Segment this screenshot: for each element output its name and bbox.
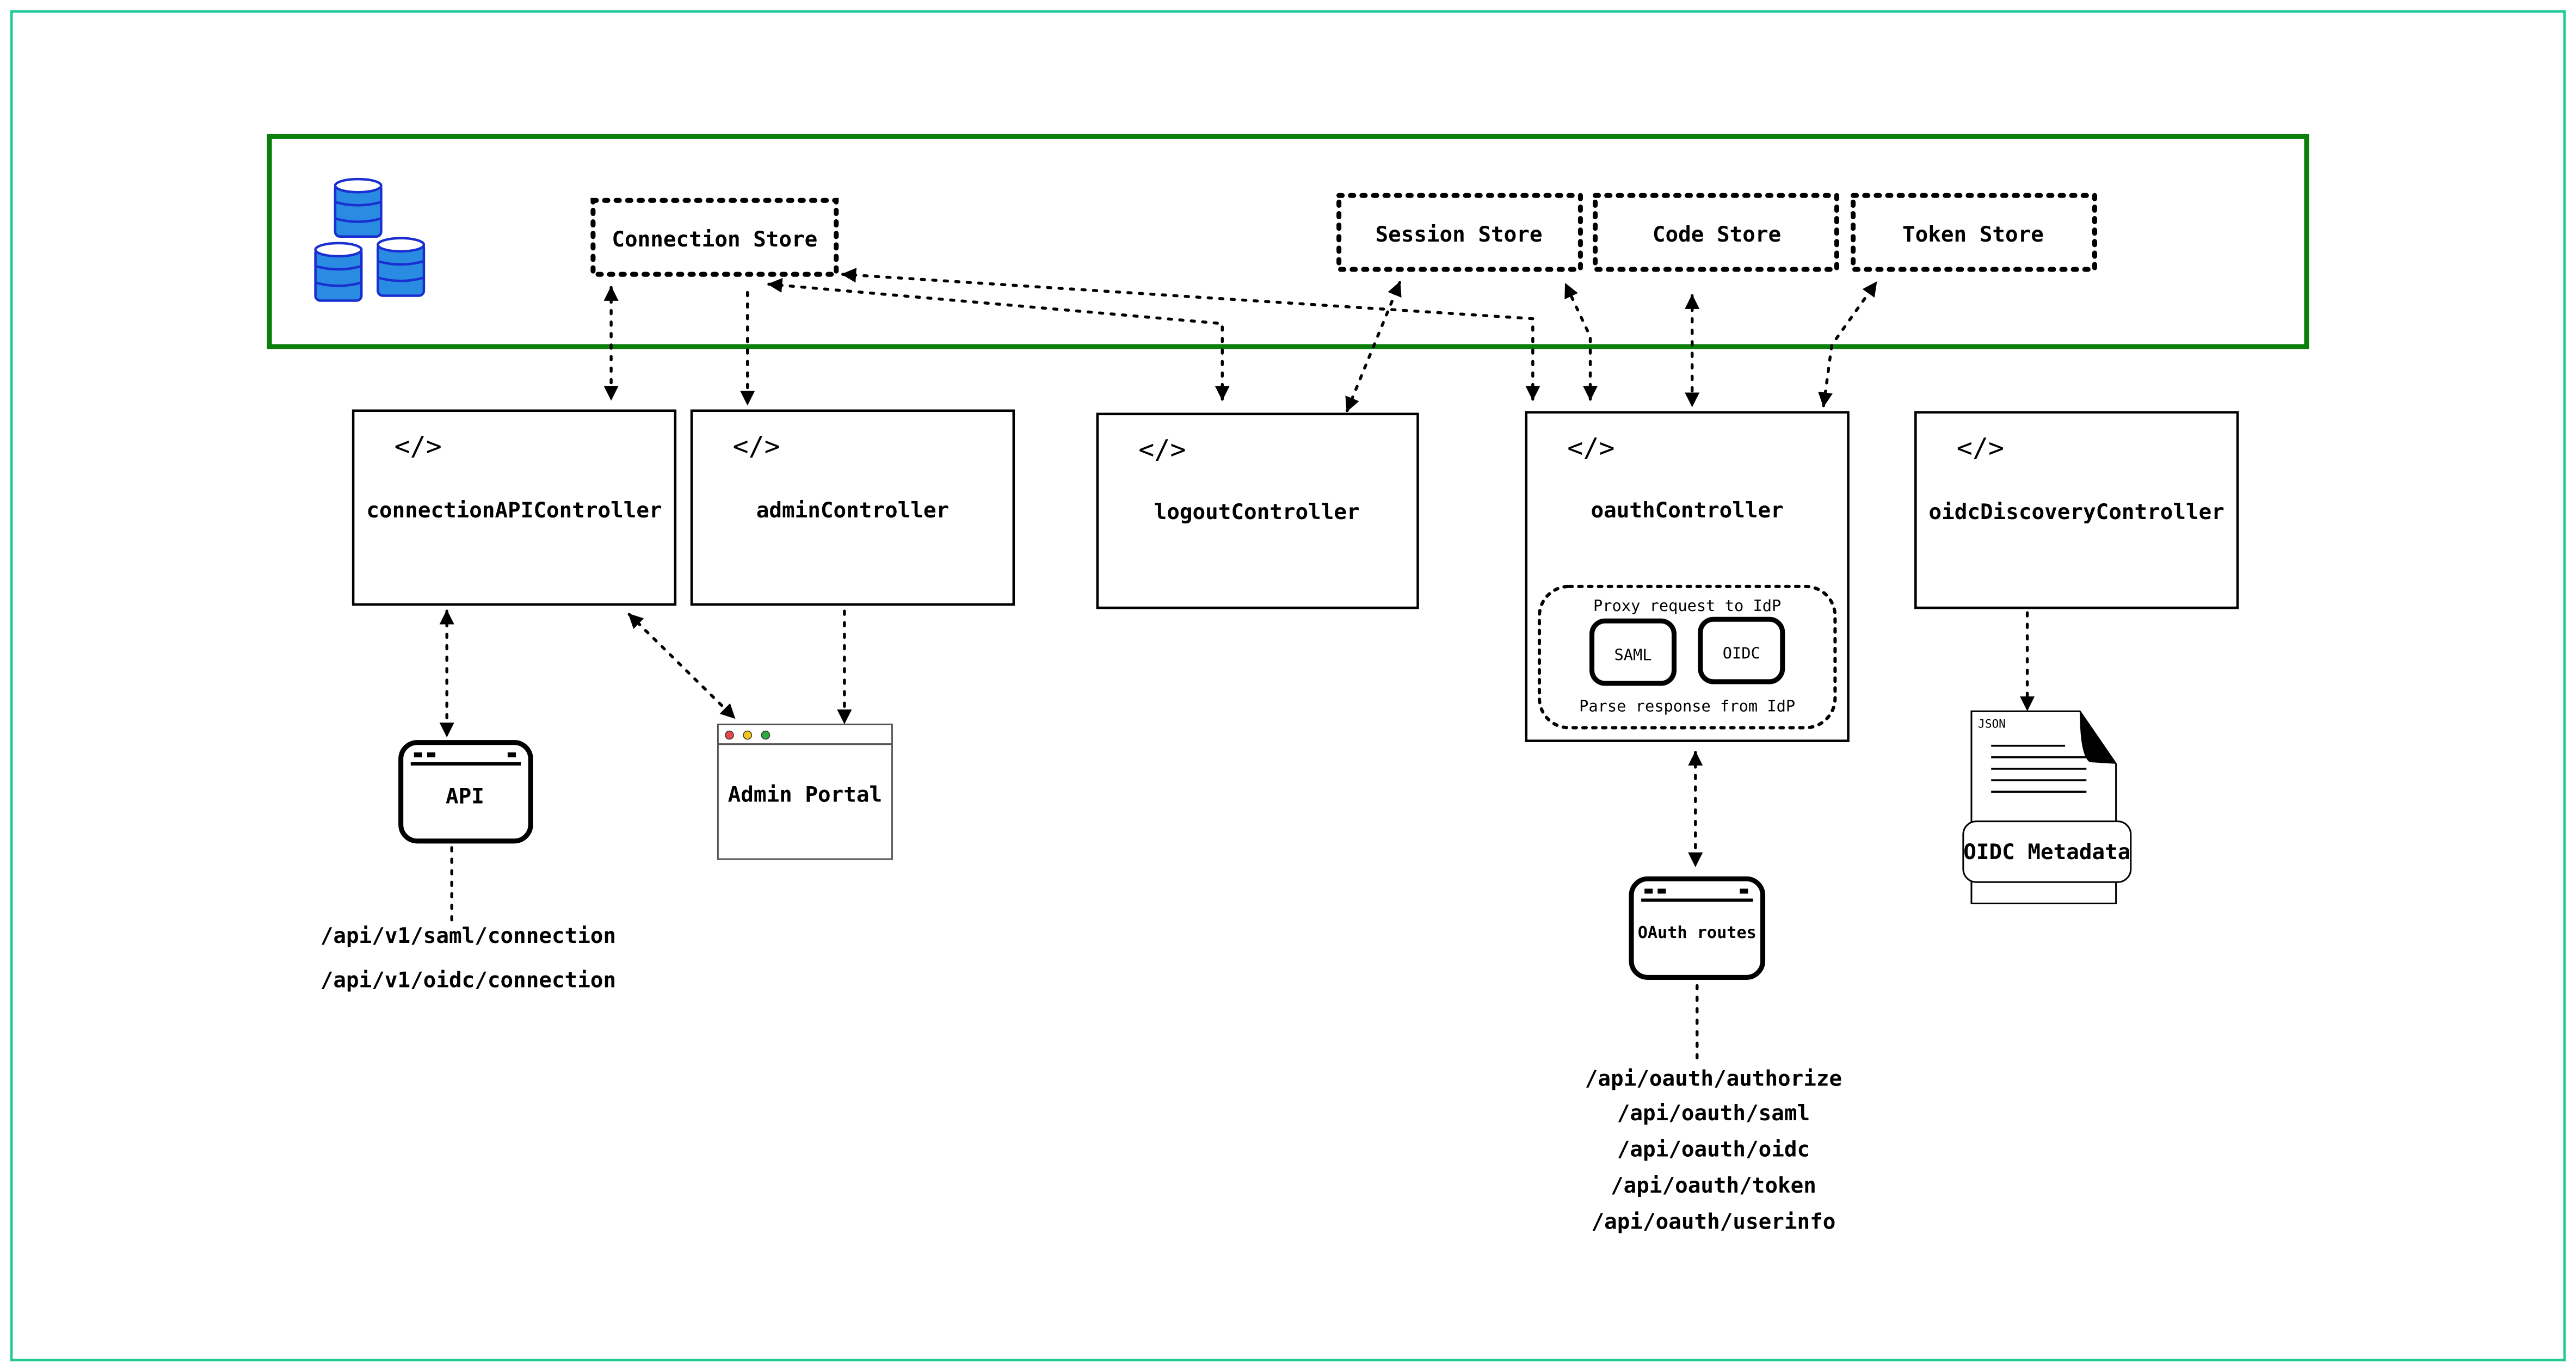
connector <box>1345 281 1402 412</box>
code-icon: </> <box>1138 434 1186 465</box>
connector <box>841 268 1540 401</box>
admin-portal-label: Admin Portal <box>728 782 882 807</box>
oidc-metadata-label: OIDC Metadata <box>1963 840 2130 865</box>
token-store: Token Store <box>1851 193 2097 272</box>
parse-response-label: Parse response from IdP <box>1579 696 1795 715</box>
logout-controller-label: logoutController <box>1154 500 1360 524</box>
connector <box>627 613 736 720</box>
api-route: /api/v1/oidc/connection <box>321 968 616 993</box>
connector <box>1564 282 1598 401</box>
oidc-discovery-controller: </> oidcDiscoveryController <box>1914 411 2239 609</box>
connection-api-controller: </> connectionAPIController <box>352 409 677 606</box>
session-store-label: Session Store <box>1375 223 1542 247</box>
admin-controller-label: adminController <box>756 498 949 523</box>
oidc-label: OIDC <box>1723 644 1760 663</box>
code-icon: </> <box>1957 433 2004 463</box>
session-store: Session Store <box>1336 193 1583 272</box>
saml-box <box>1589 618 1677 686</box>
code-icon: </> <box>395 431 442 461</box>
oidc-discovery-controller-label: oidcDiscoveryController <box>1929 500 2224 524</box>
api-label: API <box>446 784 484 809</box>
admin-portal-window: Admin Portal <box>717 723 893 860</box>
idp-proxy-group <box>1537 584 1837 730</box>
oauth-route: /api/oauth/userinfo <box>1592 1209 1836 1234</box>
connection-api-controller-label: connectionAPIController <box>366 498 662 523</box>
code-icon: </> <box>733 431 780 461</box>
admin-controller: </> adminController <box>690 409 1015 606</box>
token-store-label: Token Store <box>1902 223 2044 247</box>
proxy-request-label: Proxy request to IdP <box>1593 596 1781 615</box>
connectors <box>439 268 2035 1063</box>
json-document-icon: JSON OIDC Metadata <box>1962 710 2132 905</box>
database-icon <box>314 177 426 302</box>
connector <box>1818 281 1878 408</box>
connector <box>767 277 1230 401</box>
oauth-route: /api/oauth/authorize <box>1585 1067 1842 1091</box>
code-store-label: Code Store <box>1653 223 1781 247</box>
connection-store-label: Connection Store <box>612 227 817 252</box>
oauth-route: /api/oauth/token <box>1611 1174 1816 1198</box>
saml-label: SAML <box>1614 646 1651 664</box>
code-store: Code Store <box>1593 193 1839 272</box>
api-box: API <box>398 740 533 844</box>
diagram-frame <box>10 10 2566 1362</box>
connection-store: Connection Store <box>590 198 839 277</box>
oauth-controller-label: oauthController <box>1591 498 1783 523</box>
code-icon: </> <box>1567 433 1614 463</box>
api-route: /api/v1/saml/connection <box>321 924 616 948</box>
oauth-route: /api/oauth/saml <box>1617 1101 1810 1126</box>
oauth-route: /api/oauth/oidc <box>1617 1138 1810 1162</box>
oidc-box <box>1698 616 1785 684</box>
oauth-routes-label: OAuth routes <box>1638 923 1757 942</box>
json-tag: JSON <box>1978 717 2006 730</box>
oauth-routes-box: OAuth routes <box>1629 876 1766 980</box>
logout-controller: </> logoutController <box>1096 412 1419 609</box>
oauth-controller: </> oauthController Proxy request to IdP… <box>1525 411 1850 742</box>
